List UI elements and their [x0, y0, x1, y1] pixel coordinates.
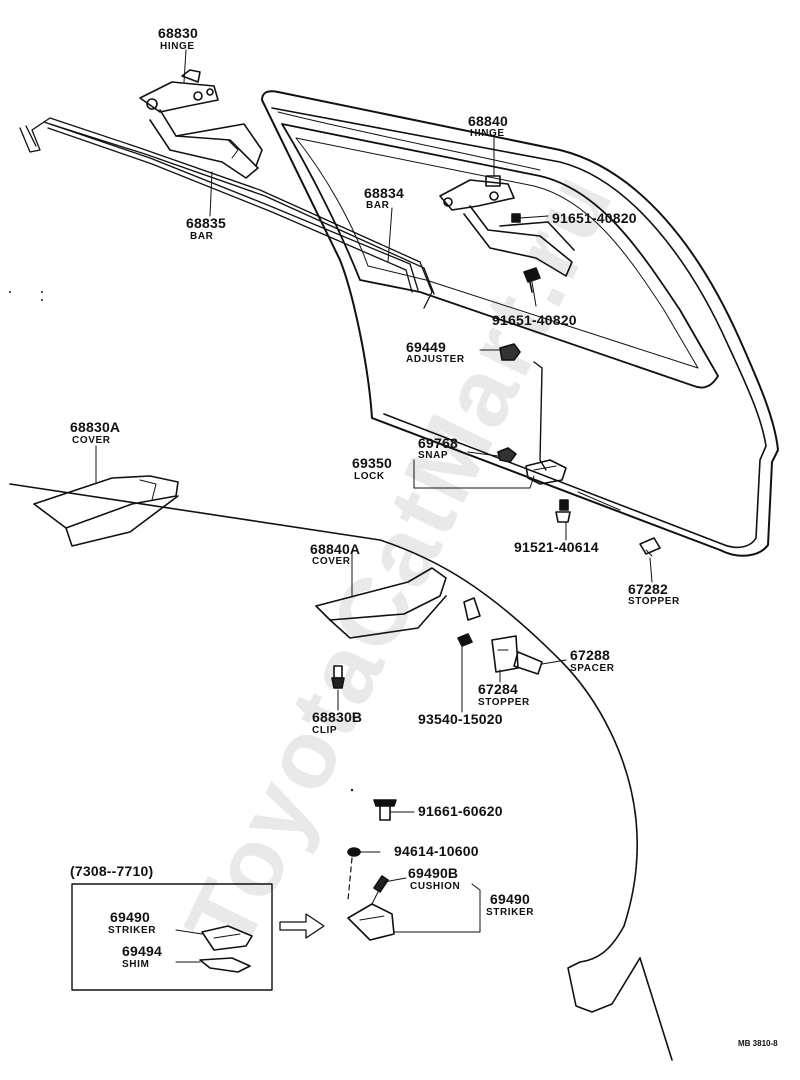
label-68840A-name: COVER — [312, 556, 351, 567]
label-68840A-number: 68840A — [310, 541, 361, 557]
label-67288-name: SPACER — [570, 663, 615, 674]
label-69350-number: 69350 — [352, 455, 392, 471]
label-68835-number: 68835 — [186, 215, 226, 231]
body-outline — [9, 483, 673, 1061]
label-68834-name: BAR — [366, 200, 390, 211]
diagram-reference: MB 3810-8 — [738, 1039, 778, 1048]
label-68830B-number: 68830B — [312, 709, 363, 725]
label-67282-name: STOPPER — [628, 596, 680, 607]
label-69490B-name: CUSHION — [410, 881, 461, 892]
back-door-panel — [261, 90, 779, 557]
bolts-91651 — [511, 213, 541, 293]
label-68830A-number: 68830A — [70, 419, 121, 435]
washer-94614 — [347, 847, 361, 857]
label-67288-number: 67288 — [570, 647, 610, 663]
label-67282-number: 67282 — [628, 581, 668, 597]
label-date-range: (7308--7710) — [70, 863, 154, 879]
label-68830-number: 68830 — [158, 25, 198, 41]
label-91651-upper: 91651-40820 — [552, 210, 637, 226]
label-68840-name: HINGE — [470, 128, 505, 139]
cover-68830A — [33, 475, 179, 547]
label-68830A-name: COVER — [72, 435, 111, 446]
clip-68830B — [331, 665, 345, 689]
label-69490-number: 69490 — [490, 891, 530, 907]
torsion-bars — [19, 117, 435, 309]
label-94614: 94614-10600 — [394, 843, 479, 859]
label-68834-number: 68834 — [364, 185, 404, 201]
hinge-68830 — [139, 69, 263, 179]
label-69494-name: SHIM — [122, 959, 150, 970]
direction-arrow — [279, 913, 325, 939]
inset-box — [71, 883, 273, 991]
label-69490-inset-number: 69490 — [110, 909, 150, 925]
label-91661: 91661-60620 — [418, 803, 503, 819]
dashed-guide — [347, 857, 353, 901]
label-91521: 91521-40614 — [514, 539, 599, 555]
label-68830-name: HINGE — [160, 41, 195, 52]
label-67284-number: 67284 — [478, 681, 518, 697]
label-69490-name: STRIKER — [486, 907, 535, 918]
screw-93540 — [457, 633, 473, 647]
stopper-67282 — [639, 537, 661, 557]
label-69768-number: 69768 — [418, 435, 458, 451]
striker-69490 — [347, 875, 395, 941]
stray-marks — [9, 291, 354, 792]
label-68840-number: 68840 — [468, 113, 508, 129]
cover-68840A — [315, 567, 481, 639]
label-69768-name: SNAP — [418, 450, 449, 461]
label-69449-number: 69449 — [406, 339, 446, 355]
spacer-67288 — [513, 651, 543, 675]
label-69490-inset-name: STRIKER — [108, 925, 157, 936]
adjuster-69449 — [499, 343, 521, 361]
lock-69350 — [497, 361, 567, 485]
label-69490B-number: 69490B — [408, 865, 459, 881]
label-69350-name: LOCK — [354, 471, 385, 482]
label-93540: 93540-15020 — [418, 711, 503, 727]
glass-window — [281, 123, 719, 389]
label-68835-name: BAR — [190, 231, 214, 242]
label-91651-lower: 91651-40820 — [492, 312, 577, 328]
leader-lines — [95, 49, 653, 963]
hinge-68840 — [439, 175, 575, 277]
label-67284-name: STOPPER — [478, 697, 530, 708]
label-68830B-name: CLIP — [312, 725, 338, 736]
label-69449-name: ADJUSTER — [406, 354, 465, 365]
label-69494-number: 69494 — [122, 943, 162, 959]
bolt-91661 — [373, 799, 397, 821]
bolt-91521 — [555, 499, 571, 523]
